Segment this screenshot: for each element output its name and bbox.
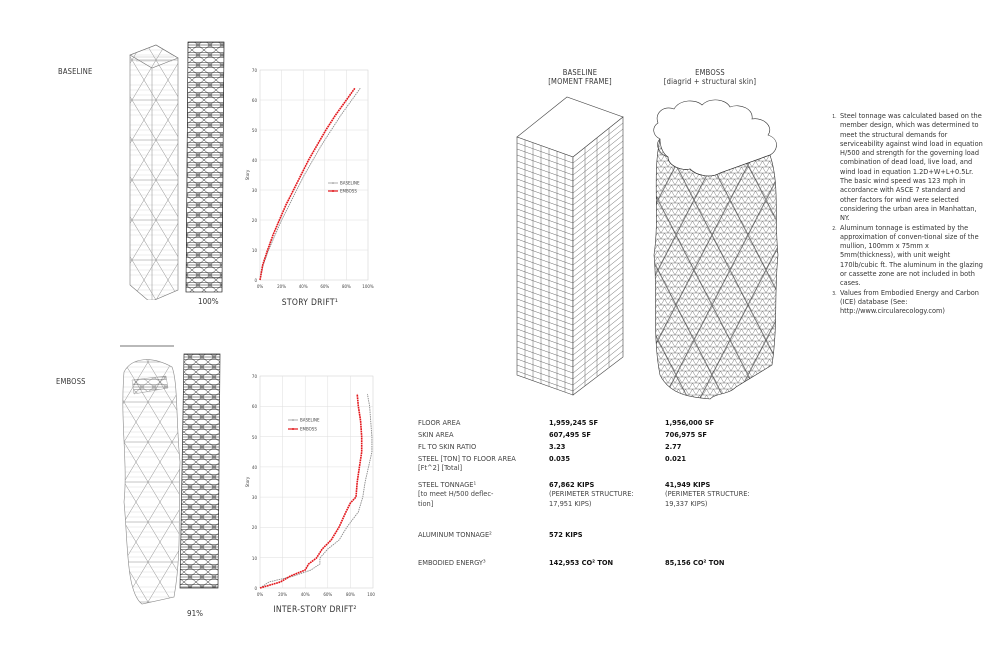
row-label-line: tion] <box>418 498 434 508</box>
emboss-row-label: EMBOSS <box>56 377 86 386</box>
row-label: FL TO SKIN RATIO <box>418 442 477 451</box>
svg-text:30: 30 <box>252 188 258 193</box>
table-row: STEEL TONNAGE¹ [to meet H/500 deflec- ti… <box>418 480 758 530</box>
svg-text:40%: 40% <box>299 284 308 289</box>
baseline-tower-subtitle: [MOMENT FRAME] <box>548 77 612 86</box>
svg-text:60%: 60% <box>323 592 332 597</box>
table-row: SKIN AREA 607,495 SF 706,975 SF <box>418 430 758 442</box>
baseline-value: 1,959,245 SF <box>549 418 599 427</box>
svg-text:30: 30 <box>252 495 258 500</box>
emboss-tower-drawings <box>120 345 221 605</box>
table-row: EMBODIED ENERGY³ 142,953 CO² TON 85,156 … <box>418 558 758 570</box>
row-label-line: STEEL [TON] TO FLOOR AREA <box>418 454 516 463</box>
inter-story-drift-plot: 0 10 20 30 40 50 60 70 Story 0% 20% 40% 60% 80% 10… <box>245 374 375 597</box>
svg-text:EMBOSS: EMBOSS <box>300 427 317 432</box>
baseline-tower-title: BASELINE <box>562 68 598 77</box>
value-line: (PERIMETER STRUCTURE: <box>549 489 634 499</box>
emboss-value: 0.021 <box>665 454 687 463</box>
svg-text:0: 0 <box>254 278 257 283</box>
emboss-value: 85,156 CO² TON <box>665 558 725 567</box>
table-row: FL TO SKIN RATIO 3.23 2.77 <box>418 442 758 454</box>
svg-text:BASELINE: BASELINE <box>340 181 360 186</box>
svg-text:80%: 80% <box>342 284 351 289</box>
emboss-percent: 91% <box>187 609 203 618</box>
svg-text:10: 10 <box>252 248 258 253</box>
emboss-value: 41,949 KIPS (PERIMETER STRUCTURE: 19,337… <box>665 480 750 508</box>
footnote-1: Steel tonnage was calculated based on th… <box>838 111 983 223</box>
baseline-moment-frame-tower <box>516 96 624 396</box>
value-line: (PERIMETER STRUCTURE: <box>665 489 750 499</box>
svg-text:60%: 60% <box>320 284 329 289</box>
value-line: 17,951 KIPS) <box>549 498 592 508</box>
footnote-2: Aluminum tonnage is estimated by the app… <box>838 223 983 288</box>
svg-text:0%: 0% <box>257 284 264 289</box>
row-label: STEEL TONNAGE¹ [to meet H/500 deflec- ti… <box>418 480 493 508</box>
svg-text:40: 40 <box>252 465 258 470</box>
svg-text:EMBOSS: EMBOSS <box>340 189 357 194</box>
footnotes: Steel tonnage was calculated based on th… <box>818 111 983 316</box>
svg-text:20: 20 <box>252 218 258 223</box>
svg-text:80%: 80% <box>346 592 355 597</box>
story-drift-legend: BASELINE EMBOSS <box>328 181 360 194</box>
row-label-line: STEEL TONNAGE¹ <box>418 480 477 489</box>
footnote-3: Values from Embodied Energy and Carbon (… <box>838 288 983 316</box>
table-row: ALUMINUM TONNAGE² 572 KIPS <box>418 530 758 558</box>
row-label: ALUMINUM TONNAGE² <box>418 530 492 539</box>
svg-text:0: 0 <box>254 586 257 591</box>
baseline-value: 607,495 SF <box>549 430 591 439</box>
row-label-line: [to meet H/500 deflec- <box>418 489 494 499</box>
svg-text:20%: 20% <box>277 284 286 289</box>
svg-text:100%: 100% <box>362 284 374 289</box>
emboss-value: 1,956,000 SF <box>665 418 715 427</box>
row-label: STEEL [TON] TO FLOOR AREA [Ft^2] [Total] <box>418 454 516 473</box>
baseline-tower-drawings <box>129 41 225 300</box>
svg-text:50: 50 <box>252 128 258 133</box>
svg-text:40%: 40% <box>301 592 310 597</box>
value-line: 41,949 KIPS <box>665 480 711 489</box>
svg-text:60: 60 <box>252 404 258 409</box>
inter-story-drift-chart: 0 10 20 30 40 50 60 70 Story 0% 20% 40% 60% 80% 10… <box>245 374 375 597</box>
emboss-diagrid-tower <box>653 99 779 400</box>
svg-text:Story: Story <box>245 476 250 487</box>
emboss-value: 706,975 SF <box>665 430 707 439</box>
svg-text:50: 50 <box>252 435 258 440</box>
row-label: SKIN AREA <box>418 430 454 439</box>
story-drift-plot: 0 10 20 30 40 50 60 70 Story 0% 20% 40% 60% 80% 10… <box>245 68 374 289</box>
svg-text:60: 60 <box>252 98 258 103</box>
svg-text:40: 40 <box>252 158 258 163</box>
svg-text:Story: Story <box>245 169 250 180</box>
inter-story-drift-legend: BASELINE EMBOSS <box>288 418 320 432</box>
table-row: FLOOR AREA 1,959,245 SF 1,956,000 SF <box>418 418 758 430</box>
emboss-tower-header: EMBOSS [diagrid + structural skin] <box>640 68 780 86</box>
emboss-tower-subtitle: [diagrid + structural skin] <box>663 77 757 86</box>
svg-text:BASELINE: BASELINE <box>300 418 320 423</box>
svg-text:10: 10 <box>252 556 258 561</box>
emboss-value: 2.77 <box>665 442 682 451</box>
row-label: FLOOR AREA <box>418 418 461 427</box>
row-label-line: [Ft^2] [Total] <box>418 463 463 473</box>
baseline-value: 67,862 KIPS (PERIMETER STRUCTURE: 17,951… <box>549 480 634 508</box>
baseline-value: 572 KIPS <box>549 530 583 539</box>
value-line: 67,862 KIPS <box>549 480 595 489</box>
baseline-value: 142,953 CO² TON <box>549 558 614 567</box>
story-drift-chart: 0 10 20 30 40 50 60 70 Story 0% 20% 40% 60% 80% 10… <box>245 68 374 289</box>
table-row: STEEL [TON] TO FLOOR AREA [Ft^2] [Total]… <box>418 454 758 480</box>
svg-text:20: 20 <box>252 525 258 530</box>
story-drift-title: STORY DRIFT¹ <box>281 298 339 308</box>
svg-text:20%: 20% <box>278 592 287 597</box>
baseline-value: 3.23 <box>549 442 566 451</box>
svg-text:0%: 0% <box>257 592 264 597</box>
emboss-tower-title: EMBOSS <box>695 68 725 77</box>
inter-story-drift-title: INTER-STORY DRIFT² <box>273 605 357 615</box>
value-line: 19,337 KIPS) <box>665 498 708 508</box>
row-label: EMBODIED ENERGY³ <box>418 558 486 567</box>
baseline-value: 0.035 <box>549 454 571 463</box>
svg-text:70: 70 <box>252 68 258 73</box>
baseline-tower-header: BASELINE [MOMENT FRAME] <box>520 68 640 86</box>
svg-text:100%: 100% <box>367 592 375 597</box>
baseline-percent: 100% <box>198 297 219 306</box>
baseline-row-label: BASELINE <box>58 67 93 76</box>
comparison-table: FLOOR AREA 1,959,245 SF 1,956,000 SF SKI… <box>418 418 758 570</box>
svg-text:70: 70 <box>252 374 258 379</box>
